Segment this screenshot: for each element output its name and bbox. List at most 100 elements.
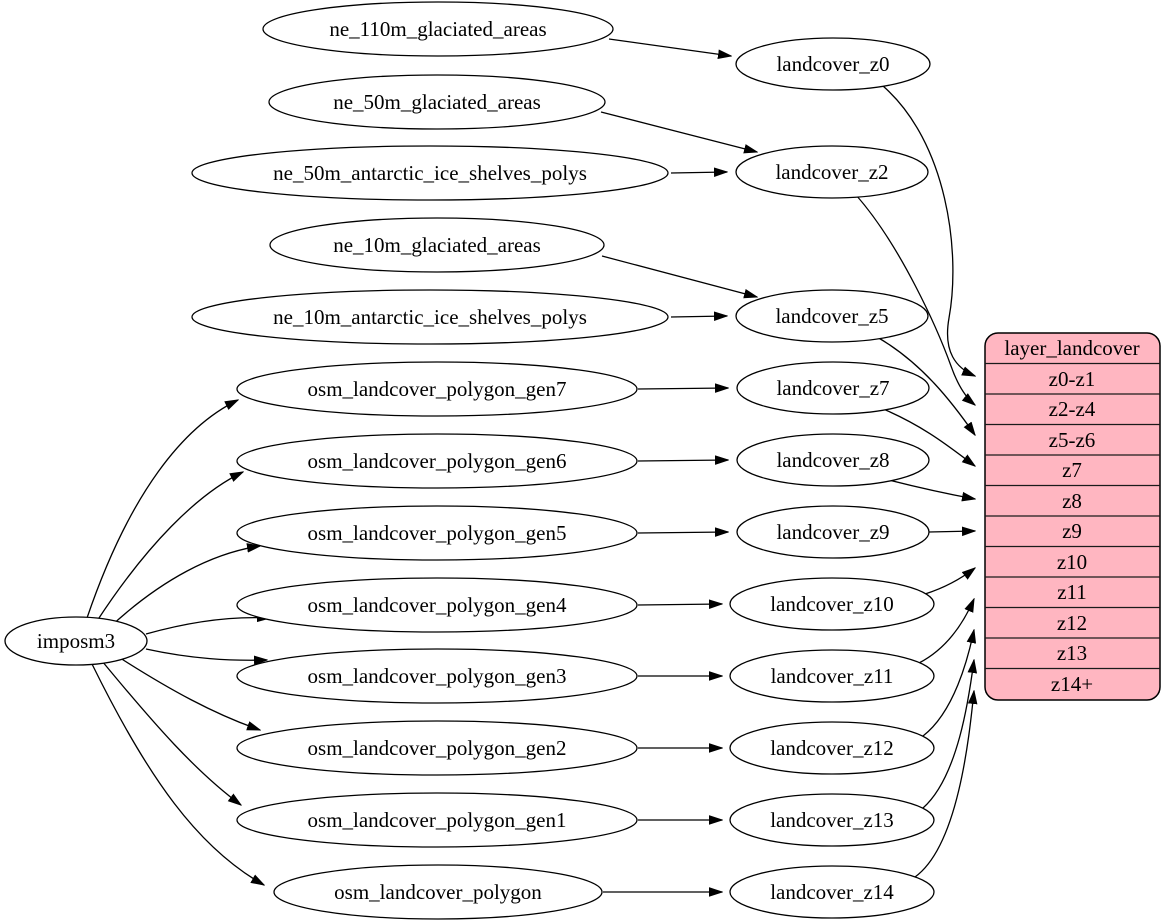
node-shape [268, 74, 606, 130]
table-title: layer_landcover [1004, 336, 1139, 360]
edge-imposm3-osm_landcover_polygon_gen2 [116, 655, 260, 731]
node-landcover_z10: landcover_z10 [729, 577, 935, 631]
node-landcover_z13: landcover_z13 [729, 793, 935, 847]
node-label: landcover_z2 [775, 160, 888, 184]
node-shape [735, 37, 931, 91]
edge-landcover_z10-row-z10 [924, 568, 975, 595]
node-layer: ne_110m_glaciated_areas ne_50m_glaciated… [4, 1, 935, 920]
node-osm_landcover_polygon_gen4: osm_landcover_polygon_gen4 [236, 577, 638, 633]
edge-landcover_z2-row-z2-z4 [855, 194, 975, 405]
node-osm_landcover_polygon_gen7: osm_landcover_polygon_gen7 [236, 361, 638, 417]
edge-landcover_z8-row-z8 [884, 478, 975, 499]
node-shape [729, 865, 935, 919]
node-ne_50m_glaciated_areas: ne_50m_glaciated_areas [268, 74, 606, 130]
node-landcover_z14: landcover_z14 [729, 865, 935, 919]
edge-ne_50m_antarctic_ice_shelves_polys-landcover_z2 [670, 172, 727, 173]
node-label: osm_landcover_polygon_gen3 [308, 664, 567, 688]
edge-ne_110m_glaciated_areas-landcover_z0 [608, 38, 731, 56]
node-label: landcover_z5 [775, 304, 888, 328]
node-label: imposm3 [37, 629, 115, 653]
node-label: osm_landcover_polygon_gen6 [308, 449, 567, 473]
table-row-z10: z10 [1057, 550, 1087, 574]
node-shape [269, 217, 605, 273]
edge-imposm3-osm_landcover_polygon_gen6 [96, 472, 243, 622]
node-label: landcover_z9 [776, 520, 889, 544]
node-label: osm_landcover_polygon_gen5 [308, 521, 567, 545]
node-label: landcover_z7 [776, 376, 889, 400]
node-shape [236, 792, 638, 848]
node-shape [729, 721, 935, 775]
table-row-z9: z9 [1062, 519, 1082, 543]
node-label: landcover_z12 [770, 736, 894, 760]
node-osm_landcover_polygon_gen5: osm_landcover_polygon_gen5 [236, 505, 638, 561]
edge-osm_landcover_polygon_gen5-landcover_z9 [637, 532, 728, 533]
node-label: ne_110m_glaciated_areas [329, 17, 546, 41]
table-row-z7: z7 [1062, 458, 1082, 482]
node-landcover_z11: landcover_z11 [729, 649, 935, 703]
edge-landcover_z0-row-z0-z1 [882, 85, 975, 376]
node-label: landcover_z11 [771, 664, 894, 688]
node-osm_landcover_polygon_gen6: osm_landcover_polygon_gen6 [236, 433, 638, 489]
node-landcover_z9: landcover_z9 [736, 505, 930, 559]
table-row-z2-z4: z2-z4 [1049, 397, 1096, 421]
node-label: osm_landcover_polygon_gen2 [308, 736, 567, 760]
edge-ne_10m_glaciated_areas-landcover_z5 [601, 255, 757, 297]
edge-landcover_z12-row-z12 [922, 630, 974, 737]
node-label: landcover_z8 [776, 448, 889, 472]
edge-landcover_z7-row-z7 [880, 407, 975, 466]
node-shape [236, 433, 638, 489]
node-ne_10m_glaciated_areas: ne_10m_glaciated_areas [269, 217, 605, 273]
node-landcover_z2: landcover_z2 [735, 145, 929, 199]
edge-landcover_z5-row-z5-z6 [876, 336, 975, 435]
node-shape [729, 649, 935, 703]
node-ne_10m_antarctic_ice_shelves_polys: ne_10m_antarctic_ice_shelves_polys [191, 289, 669, 345]
table-row-z11: z11 [1057, 580, 1087, 604]
edge-osm_landcover_polygon_gen6-landcover_z8 [637, 460, 728, 461]
table-row-z12: z12 [1057, 611, 1087, 635]
node-label: osm_landcover_polygon [334, 880, 542, 904]
node-label: ne_50m_antarctic_ice_shelves_polys [273, 161, 587, 185]
node-shape [236, 648, 638, 704]
table-layer-landcover: layer_landcover z0-z1 z2-z4 z5-z6 z7 z8 … [984, 332, 1161, 701]
node-label: ne_50m_glaciated_areas [333, 90, 541, 114]
node-shape [736, 505, 930, 559]
node-shape [729, 577, 935, 631]
node-shape [236, 361, 638, 417]
edge-landcover_z11-row-z11 [918, 599, 974, 664]
node-ne_50m_antarctic_ice_shelves_polys: ne_50m_antarctic_ice_shelves_polys [191, 145, 669, 201]
edge-imposm3-osm_landcover_polygon [91, 663, 264, 885]
node-label: landcover_z13 [770, 808, 894, 832]
edge-imposm3-osm_landcover_polygon_gen1 [101, 660, 241, 805]
node-label: osm_landcover_polygon_gen4 [308, 593, 567, 617]
node-label: landcover_z14 [770, 880, 894, 904]
edge-imposm3-osm_landcover_polygon_gen7 [86, 400, 238, 619]
node-label: ne_10m_antarctic_ice_shelves_polys [273, 305, 587, 329]
node-ne_110m_glaciated_areas: ne_110m_glaciated_areas [262, 1, 614, 57]
node-shape [236, 720, 638, 776]
edge-ne_50m_glaciated_areas-landcover_z2 [600, 111, 757, 152]
edge-landcover_z9-row-z9 [928, 531, 975, 532]
node-label: landcover_z0 [776, 52, 889, 76]
edge-imposm3-osm_landcover_polygon_gen3 [145, 648, 267, 660]
node-label: ne_10m_glaciated_areas [333, 233, 541, 257]
node-shape [735, 289, 929, 343]
edge-osm_landcover_polygon_gen7-landcover_z7 [637, 388, 728, 389]
node-shape [262, 1, 614, 57]
node-shape [736, 361, 930, 415]
table-row-z13: z13 [1057, 641, 1087, 665]
node-landcover_z7: landcover_z7 [736, 361, 930, 415]
node-shape [236, 505, 638, 561]
edge-imposm3-osm_landcover_polygon_gen5 [109, 546, 260, 628]
node-shape [191, 145, 669, 201]
node-osm_landcover_polygon: osm_landcover_polygon [273, 864, 603, 920]
node-label: osm_landcover_polygon_gen1 [308, 808, 567, 832]
node-shape [191, 289, 669, 345]
node-landcover_z5: landcover_z5 [735, 289, 929, 343]
node-shape [273, 864, 603, 920]
node-label: landcover_z10 [770, 592, 894, 616]
edge-landcover_z13-row-z13 [922, 660, 974, 809]
edge-landcover_z14-row-z14plus [914, 691, 974, 878]
node-landcover_z12: landcover_z12 [729, 721, 935, 775]
node-shape [735, 145, 929, 199]
